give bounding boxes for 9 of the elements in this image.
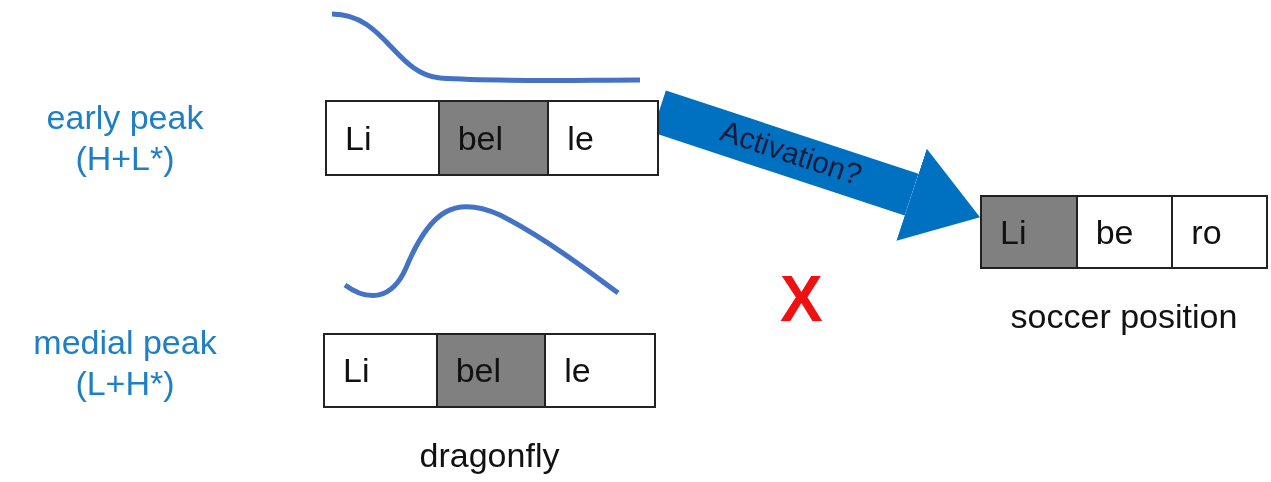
word-box <box>325 100 659 176</box>
cross-mark: X <box>780 262 823 336</box>
syllable-cell: bel <box>437 102 548 174</box>
word-gloss: dragonfly <box>419 436 560 475</box>
accent-label: early peak (H+L*) <box>45 97 205 179</box>
syllable-cell: bel <box>435 335 545 406</box>
syllable-cell: Li <box>982 197 1076 267</box>
accent-label: medial peak (L+H*) <box>32 322 218 404</box>
word-gloss: soccer position <box>1010 297 1238 336</box>
